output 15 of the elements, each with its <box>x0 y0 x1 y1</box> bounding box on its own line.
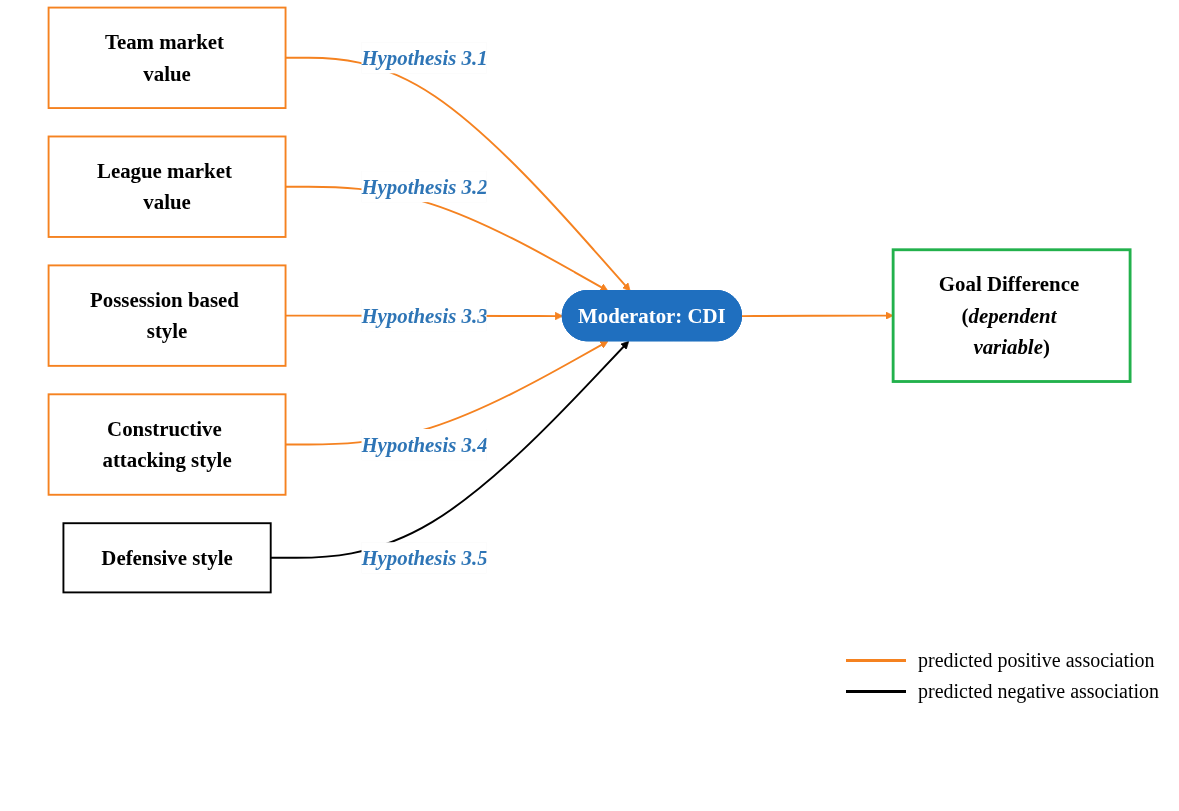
arrow <box>741 311 894 320</box>
node-box <box>891 248 1132 383</box>
edge-label: Hypothesis 3.5 <box>361 545 488 570</box>
node-box <box>47 393 287 496</box>
edge-label: Hypothesis 3.4 <box>361 432 488 457</box>
edge-label: Hypothesis 3.2 <box>361 174 488 199</box>
node-box <box>47 135 287 238</box>
legend-text: predicted positive association <box>918 649 1155 672</box>
node-box <box>47 264 287 367</box>
diagram: Hypothesis 3.1 Hypothesis 3.2 Hypothesis 3.3 Hypothesis 3.4 Hypothesis 3.5 Team market value League market value Possession based style Constructive attacking style Defensive style Moderator: CDI Goal Difference (dependent variable) <box>41 0 1138 600</box>
node-box <box>47 6 287 109</box>
legend-text: predicted negative association <box>918 680 1159 703</box>
edge-label: Hypothesis 3.1 <box>361 45 488 70</box>
edge-label: Hypothesis 3.3 <box>361 303 488 328</box>
node-box <box>62 522 272 594</box>
